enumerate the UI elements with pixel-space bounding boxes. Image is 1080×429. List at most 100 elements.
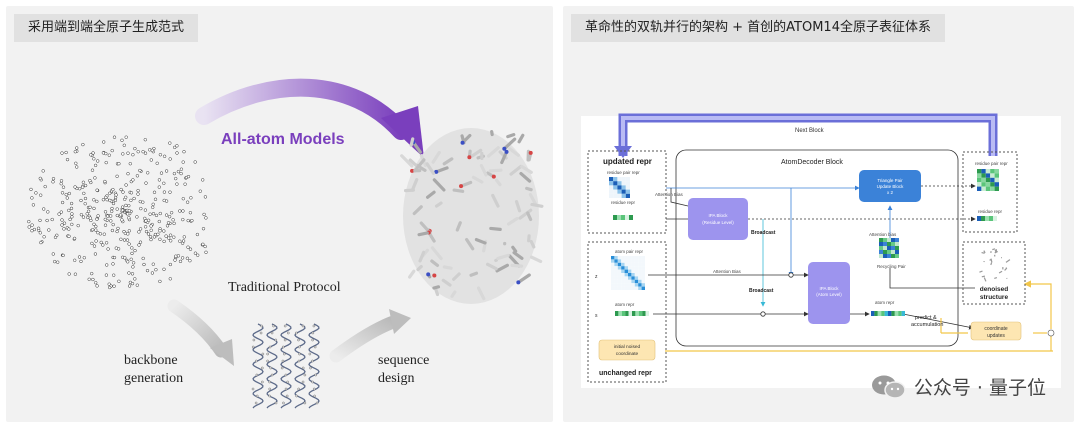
atom-point [172,221,176,226]
backbone-atom [298,352,301,356]
atom-point [94,281,98,285]
atom-point [39,193,43,197]
atom-point [65,157,70,162]
atom-point [129,191,134,195]
backbone-atom [268,380,271,384]
matrix-cell [634,273,639,277]
matrix-cell [624,286,628,290]
atom-point [138,227,143,231]
atom-point [155,161,159,165]
matrix-cell [990,169,995,174]
matrix-cell [621,269,625,273]
backbone-label-line2: generation [124,371,183,386]
protein-stick [502,137,517,151]
ipa-atom-line2: (Atom Level) [816,292,842,297]
atom-point [188,247,193,251]
atom-point [146,232,151,236]
atom-point [88,216,92,220]
mini-stick [981,252,985,254]
output-repr-box [962,151,1018,233]
atom-point [120,218,124,222]
atom-point [119,187,123,192]
matrix-cell [883,246,887,250]
backbone-atom [303,373,307,377]
atom-point [112,284,116,288]
atom-point [168,190,172,194]
mini-stick [989,259,992,261]
atom-point [78,187,82,191]
bar-cell [993,216,997,221]
matrix-cell [609,177,614,182]
atom-point [142,262,146,267]
matrix-cell [638,276,642,280]
broadcast-top-label: Broadcast [751,230,776,236]
backbone-atom [251,387,255,391]
atom-point [143,208,148,212]
atom-point [203,195,208,199]
atom-point [34,191,38,195]
atom-point [127,242,131,246]
mini-stick [992,248,996,251]
broadcast-mid-label: Broadcast [749,288,774,294]
matrix-cell [990,186,995,191]
protein-stick [441,278,452,287]
backbone-atom [315,401,319,405]
atom-point [146,171,150,175]
mini-stick [994,276,998,279]
atom-point [181,209,185,213]
protein-stick [520,164,533,174]
atom-point [153,197,158,201]
matrix-cell [887,238,891,242]
atom-point [181,197,185,201]
atom-point [56,260,60,264]
initial-coordinate-box [598,339,656,361]
atom-point [85,212,89,216]
matrix-cell [628,279,632,284]
matrix-cell [981,173,986,178]
atom-point [201,227,206,231]
right-panel-title: 革命性的双轨并行的架构 + 首创的ATOM14全原子表征体系 [571,14,945,42]
protein-stick [418,250,426,263]
atom-point [188,211,193,215]
atom-point [74,161,78,165]
atom-point [39,240,43,245]
atom-point [110,228,115,233]
matrix-cell [631,266,635,270]
atom-point [158,229,162,233]
mini-stick [981,275,985,278]
atom-point [141,200,145,204]
atom-point [127,229,131,233]
bar-cell [888,311,892,316]
initial-line1: initial noised [614,344,641,350]
protein-stick [528,192,537,206]
atom-point [108,191,112,195]
backbone-atom [272,324,275,328]
matrix-cell [879,238,883,242]
protein-stick [516,273,531,284]
atom-point [104,273,109,277]
ipa-atom-block [808,262,850,324]
protein-stick [470,148,483,158]
atom-point [105,263,109,267]
bar-cell [645,311,649,316]
atom-point [68,217,72,222]
atom-point [67,272,71,276]
atom-point [178,239,182,243]
matrix-cell [617,273,622,277]
atom-point [164,213,169,217]
atom-point [137,230,141,234]
atom-point [201,178,205,182]
wechat-icon [871,375,906,399]
atom-point [127,209,131,213]
backbone-atom [283,352,286,356]
backbone-atom [309,366,312,370]
matrix-cell [887,254,891,258]
protein-stick [431,150,441,164]
matrix-cell [895,242,899,246]
atom-point [176,169,181,174]
atom-point [95,199,99,204]
atom-point [59,210,63,214]
matrix-cell [641,262,645,267]
ipa-atom-line1: IPA Block [820,286,840,291]
protein-stick [442,157,454,166]
